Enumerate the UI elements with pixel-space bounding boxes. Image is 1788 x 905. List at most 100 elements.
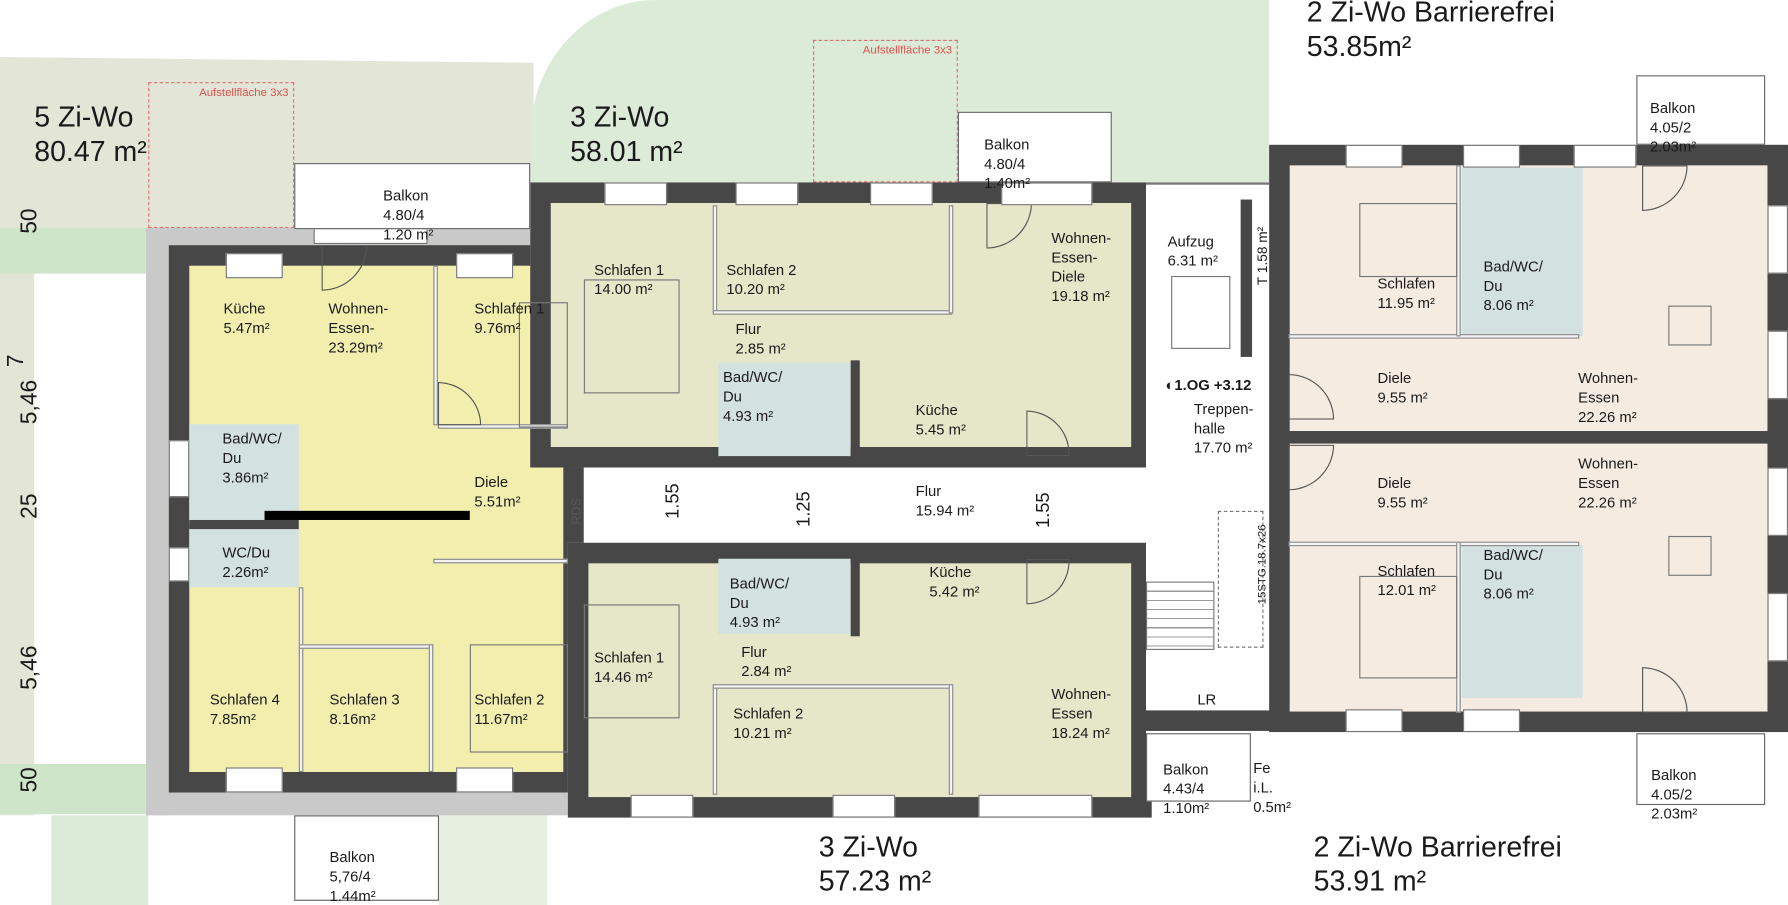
window [1767, 205, 1788, 274]
table [1668, 535, 1712, 576]
room-name: Aufzug [1167, 232, 1214, 250]
dimension-label: 7 [3, 354, 29, 368]
room-name: Schlafen 2 [733, 704, 804, 722]
balcony-label: Balkon [1651, 766, 1697, 784]
hedge-left [0, 228, 146, 274]
room-area: 2.85 m² [735, 339, 786, 357]
partition [712, 310, 953, 315]
room-name: Küche [929, 563, 972, 581]
wc-left [189, 527, 299, 588]
balcony-area: 1.10m² [1163, 799, 1210, 817]
partition [1288, 334, 1580, 339]
bed [469, 644, 568, 753]
window [604, 182, 668, 206]
room-area: 5.45 m² [915, 420, 966, 438]
bed [1359, 575, 1458, 679]
room-name: Schlafen [1377, 562, 1436, 580]
corridor [583, 467, 1147, 543]
partition [298, 644, 434, 649]
room-name: Flur [741, 643, 767, 661]
room-area: 14.46 m² [594, 668, 653, 686]
window [630, 794, 694, 818]
room-area: 5.51m² [474, 492, 521, 510]
room-name: Wohnen- Essen [1051, 685, 1112, 722]
apartment-type: 2 Zi-Wo Barrierefrei [1306, 0, 1555, 29]
dimension-label: 25 [17, 493, 43, 519]
balcony-label: Balkon [1650, 99, 1696, 117]
hedge-left-bottom [0, 764, 146, 815]
room-name: Flur [915, 482, 942, 500]
room-area: 8.06 m² [1483, 296, 1534, 314]
window [225, 767, 283, 793]
balcony-4: Balkon 5,76/4 1.44m² [294, 815, 440, 905]
dimension-label: 50 [17, 767, 43, 793]
room-area: 10.21 m² [733, 724, 792, 742]
lr-label: LR [1197, 690, 1216, 709]
level-text: 1.OG +3.12 [1174, 376, 1252, 394]
room-name: Diele [474, 473, 509, 491]
balcony-6: Balkon 4.05/2 2.03m² [1636, 733, 1766, 822]
window [456, 767, 514, 793]
paving-left [145, 228, 169, 816]
window [1767, 592, 1788, 662]
window [735, 182, 799, 206]
partition [712, 684, 718, 795]
balcony-dims: 4.05/2 [1650, 118, 1692, 136]
balcony-label: Balkon [383, 187, 429, 205]
bath-mid-south [718, 558, 851, 635]
room-name: Wohnen- Essen- [328, 299, 389, 337]
bed [583, 604, 680, 719]
room-area: 23.29m² [328, 338, 383, 356]
wall-kitchen-south [850, 556, 860, 637]
window [978, 794, 1093, 818]
room-wohnen-essen: Wohnen- Essen-23.29m² [328, 299, 388, 357]
apartment-area: 57.23 m² [818, 865, 932, 898]
apartment-area: 53.91 m² [1313, 865, 1427, 898]
room-area: 12.01 m² [1377, 581, 1436, 599]
balcony-label: Balkon [1163, 760, 1209, 778]
room-name: Schlafen 2 [474, 691, 545, 709]
aufstellflaeche-mid: Aufstellfläche 3x3 [813, 39, 958, 183]
bed [518, 302, 568, 428]
partition [433, 558, 568, 564]
room-area: 11.67m² [474, 710, 528, 728]
room-area: 10.20 m² [726, 280, 785, 298]
room-name: Schlafen 4 [209, 691, 280, 709]
room-area: 2.84 m² [741, 662, 792, 680]
wall-kitchen-north [850, 360, 860, 459]
window [168, 440, 190, 498]
balcony-area: 1.44m² [329, 887, 376, 905]
room-name: Schlafen 3 [329, 691, 400, 709]
apartment-area: 80.47 m² [34, 135, 147, 168]
room-name: Schlafen 2 [726, 261, 797, 279]
party-wall [1277, 431, 1779, 444]
dimension-label: 50 [17, 208, 43, 234]
room-name: Schlafen [1377, 274, 1436, 292]
room-name: Diele [1377, 369, 1412, 387]
room-area: 9.55 m² [1377, 388, 1428, 406]
balcony-dims: 4.80/4 [383, 206, 425, 224]
aufstellflaeche-left: Aufstellfläche 3x3 [148, 82, 295, 229]
shaft-label: T 1.58 m² [1254, 226, 1271, 286]
aufstellflaeche-label: Aufstellfläche 3x3 [199, 86, 289, 100]
balcony-3: Balkon 4.05/2 2.03m² [1636, 75, 1766, 155]
partition [948, 205, 954, 314]
